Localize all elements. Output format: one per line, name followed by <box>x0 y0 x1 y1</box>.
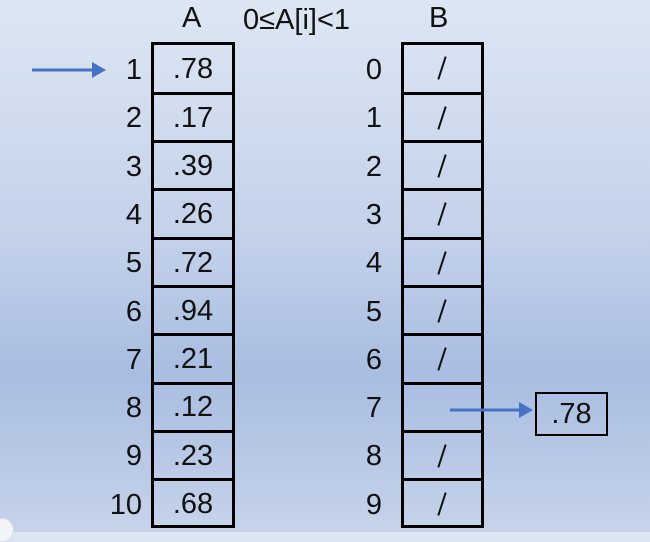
array-a-label: A <box>182 2 202 34</box>
array-b-index: 6 <box>365 343 382 376</box>
constraint-label: 0≤A[i]<1 <box>243 4 351 36</box>
array-b <box>401 42 484 528</box>
array-b-cell <box>404 91 481 142</box>
array-a-cell: .12 <box>154 381 232 432</box>
array-a-index: 1 <box>125 54 142 86</box>
array-b-cell <box>404 333 481 383</box>
array-a-value: .21 <box>172 343 214 376</box>
array-a-cell: .94 <box>154 285 232 335</box>
array-a-index: 10 <box>109 488 142 521</box>
array-a-cell: .23 <box>154 429 232 480</box>
array-a-value: .12 <box>172 391 214 424</box>
insert-arrow <box>450 402 533 418</box>
array-a-value: .78 <box>172 52 214 85</box>
array-a-index: 9 <box>125 440 142 473</box>
array-a-cell: .39 <box>154 140 232 190</box>
array-a-index: 7 <box>125 343 142 376</box>
array-b-index: 5 <box>365 295 382 328</box>
array-a-value: .17 <box>172 101 214 134</box>
array-b-index: 1 <box>365 102 382 135</box>
array-b-cell <box>404 236 481 287</box>
array-a-index: 4 <box>125 198 142 231</box>
array-b-label: B <box>429 2 449 34</box>
array-b-cell <box>404 188 481 238</box>
array-a-cell: .21 <box>154 333 232 383</box>
array-b-cell <box>404 381 481 432</box>
array-b-cell <box>404 140 481 190</box>
array-b-index: 4 <box>365 247 382 280</box>
inserted-value-box: .78 <box>535 392 608 436</box>
array-b-cell <box>404 478 481 528</box>
array-a-cell: .26 <box>154 188 232 238</box>
array-b-index: 9 <box>365 488 382 521</box>
array-b-index: 7 <box>365 392 382 425</box>
array-b-cell <box>404 429 481 480</box>
array-a-value: .68 <box>172 488 214 521</box>
array-a-cell: .78 <box>154 45 232 93</box>
array-a-cell: .72 <box>154 236 232 287</box>
array-a-cell: .17 <box>154 91 232 142</box>
array-b-index: 2 <box>365 150 382 183</box>
array-a-value: .39 <box>172 149 214 182</box>
array-b-index: 8 <box>365 440 382 473</box>
array-a-value: .72 <box>172 246 214 279</box>
array-a-index: 6 <box>125 295 142 328</box>
array-a-value: .94 <box>172 294 214 327</box>
array-a-index: 8 <box>125 392 142 425</box>
array-a-cell: .68 <box>154 478 232 528</box>
array-b-cell <box>404 285 481 335</box>
array-a-index: 2 <box>125 102 142 135</box>
array-b-index: 3 <box>365 198 382 231</box>
array-a-value: .26 <box>172 198 214 231</box>
array-a-index: 3 <box>125 150 142 183</box>
array-a <box>151 42 235 528</box>
inserted-value: .78 <box>551 397 592 430</box>
array-b-index: 0 <box>365 54 382 86</box>
current-element-arrow <box>32 62 106 78</box>
array-a-value: .23 <box>172 439 214 472</box>
array-a-index: 5 <box>125 247 142 280</box>
